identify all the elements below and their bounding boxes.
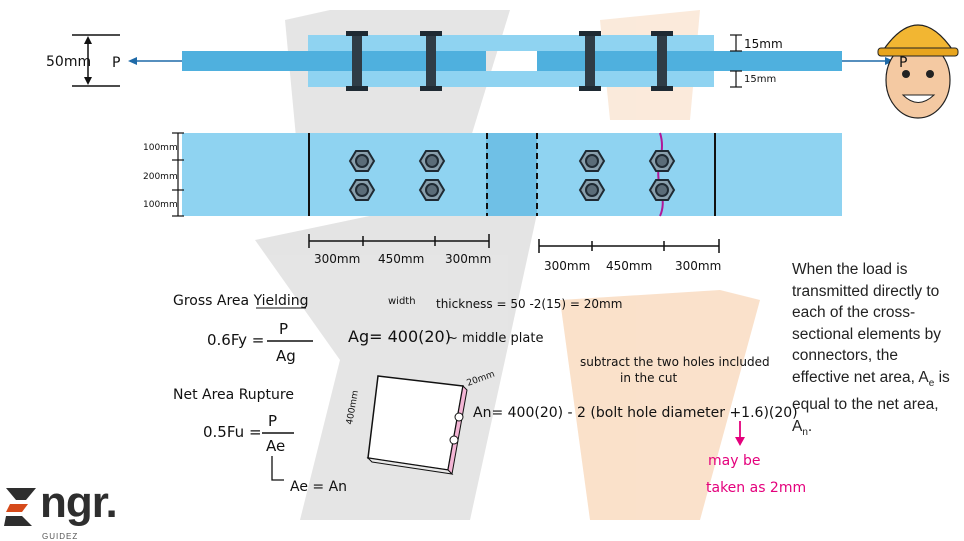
splice-plate-top	[308, 35, 714, 51]
bolt-elevation-1	[346, 31, 368, 91]
main-plate-left	[182, 51, 486, 71]
note-sub-e: e	[928, 377, 935, 389]
main-plate-right	[537, 51, 842, 71]
dim-100mm-bottom: 100mm	[143, 200, 178, 210]
net-lhs: 0.5Fu =	[203, 423, 262, 441]
elevation-view: 50mm P	[46, 31, 894, 91]
pink-note-1: may be	[708, 453, 760, 469]
dim-right-300b: 300mm	[675, 259, 721, 273]
bolt-plan-group	[348, 150, 676, 201]
gross-num: P	[279, 320, 288, 338]
net-section-sketch: 400mm 20mm	[345, 370, 496, 476]
formulas: Gross Area Yielding 0.6Fy = P Ag width t…	[173, 293, 806, 496]
note-text-2: is equal to the net area, A	[792, 368, 950, 435]
ag-width-label: width	[388, 296, 416, 307]
plan-plate-left	[182, 133, 486, 216]
dim-200mm: 200mm	[143, 172, 178, 182]
dim-15mm-top: 15mm	[744, 37, 783, 51]
plan-view: 100mm 200mm 100mm 300mm 450mm 300mm 300m…	[143, 132, 842, 273]
dim-left-300a: 300mm	[314, 252, 360, 266]
dim-right-450: 450mm	[606, 259, 652, 273]
ag-thickness-label: thickness = 50 -2(15) = 20mm	[436, 297, 622, 311]
splice-plate-bottom	[308, 71, 714, 87]
engr-logo-mark	[4, 488, 36, 526]
logo-subtext: GUIDEZ	[42, 532, 79, 541]
an-eq: An= 400(20) - 2 (bolt hole diameter +1.6…	[473, 405, 798, 421]
dim-50mm: 50mm	[46, 54, 91, 70]
bolt-elevation-4	[651, 31, 673, 91]
dim-100mm-top: 100mm	[143, 143, 178, 153]
ag-note: ~ middle plate	[447, 331, 543, 346]
pink-note-2: taken as 2mm	[706, 480, 806, 496]
ag-eq: Ag= 400(20)	[348, 327, 451, 346]
net-num: P	[268, 412, 277, 430]
net-title: Net Area Rupture	[173, 387, 294, 403]
dim-left-300b: 300mm	[445, 252, 491, 266]
worker-mascot: P	[877, 24, 959, 119]
load-label-right: P	[899, 55, 907, 71]
note-sub-n: n	[802, 426, 808, 438]
logo-text: ngr.	[40, 478, 118, 527]
load-label-left: P	[112, 55, 120, 71]
gross-title: Gross Area Yielding	[173, 293, 309, 309]
dim-15mm-bottom: 15mm	[744, 74, 776, 85]
bolt-elevation-3	[579, 31, 601, 91]
dim-right-300a: 300mm	[544, 259, 590, 273]
gross-lhs: 0.6Fy =	[207, 331, 264, 349]
plan-plate-right	[537, 133, 842, 216]
dim-left-450: 450mm	[378, 252, 424, 266]
note-text-1: When the load is transmitted directly to…	[792, 261, 942, 386]
subtract-note-2: in the cut	[620, 371, 677, 385]
engr-logo: ngr. GUIDEZ	[2, 478, 132, 541]
explanation-note: When the load is transmitted directly to…	[792, 259, 957, 443]
bolt-elevation-2	[420, 31, 442, 91]
gross-den: Ag	[276, 347, 296, 365]
note-text-3: .	[807, 417, 813, 435]
ae-eq: Ae = An	[290, 479, 347, 495]
net-den: Ae	[266, 437, 285, 455]
subtract-note-1: subtract the two holes included	[580, 355, 770, 369]
rupture-path	[657, 132, 664, 217]
plan-gap	[486, 133, 537, 216]
